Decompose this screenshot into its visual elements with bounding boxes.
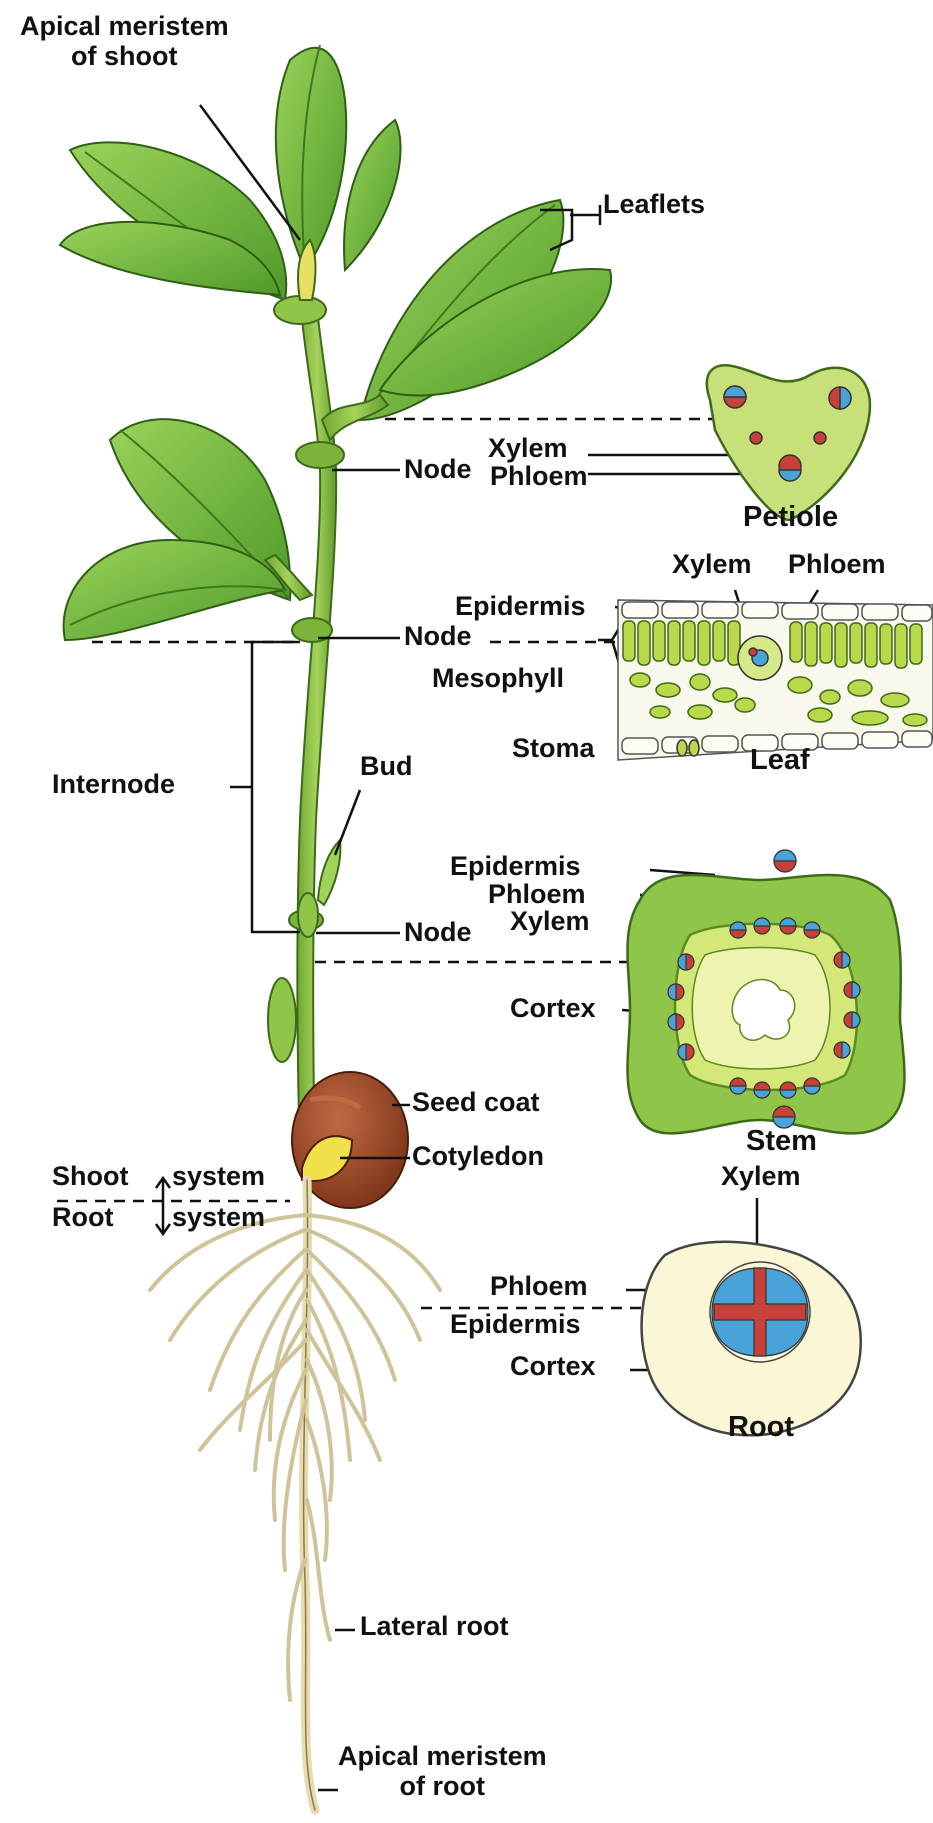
label-cotyledon: Cotyledon <box>412 1142 544 1172</box>
label-root-phloem: Phloem <box>490 1272 588 1302</box>
stem-section <box>628 850 905 1133</box>
stem <box>265 240 388 1165</box>
label-node-middle: Node <box>404 622 472 652</box>
root-section <box>642 1242 861 1435</box>
label-root-cortex: Cortex <box>510 1352 596 1382</box>
label-seed-coat: Seed coat <box>412 1088 540 1118</box>
label-petiole-xylem: Xylem <box>488 434 568 464</box>
leaf-section <box>618 600 933 760</box>
label-node-upper: Node <box>404 455 472 485</box>
caption-leaf: Leaf <box>750 745 810 777</box>
root-system <box>150 1180 440 1810</box>
label-shoot: Shoot <box>52 1162 128 1192</box>
label-root-epidermis: Epidermis <box>450 1310 581 1340</box>
label-apical-meristem-shoot: Apical meristem of shoot <box>20 12 229 71</box>
caption-stem: Stem <box>746 1126 817 1158</box>
caption-root: Root <box>728 1412 794 1444</box>
label-apical-meristem-root: Apical meristem of root <box>338 1742 547 1801</box>
petiole-section <box>707 365 870 520</box>
label-leaflets: Leaflets <box>603 190 705 220</box>
label-stem-epidermis: Epidermis <box>450 852 581 882</box>
caption-petiole: Petiole <box>743 502 838 534</box>
label-root: Root <box>52 1203 113 1233</box>
label-stem-xylem: Xylem <box>510 907 590 937</box>
leaflet-top-center-2 <box>344 120 400 270</box>
node-upper-swelling <box>296 442 344 468</box>
label-shoot-system: system <box>172 1162 265 1192</box>
label-leaf-stoma: Stoma <box>512 734 595 764</box>
label-leaf-phloem: Phloem <box>788 550 886 580</box>
label-node-lower: Node <box>404 918 472 948</box>
leaves <box>60 45 611 640</box>
label-leaf-epidermis: Epidermis <box>455 592 586 622</box>
label-internode: Internode <box>52 770 175 800</box>
label-root-system: system <box>172 1203 265 1233</box>
label-leaf-mesophyll: Mesophyll <box>432 664 564 694</box>
label-bud: Bud <box>360 752 412 782</box>
label-leaf-xylem: Xylem <box>672 550 752 580</box>
label-petiole-phloem: Phloem <box>490 462 588 492</box>
label-root-xylem: Xylem <box>721 1162 801 1192</box>
label-lateral-root: Lateral root <box>360 1612 509 1642</box>
label-stem-cortex: Cortex <box>510 994 596 1024</box>
